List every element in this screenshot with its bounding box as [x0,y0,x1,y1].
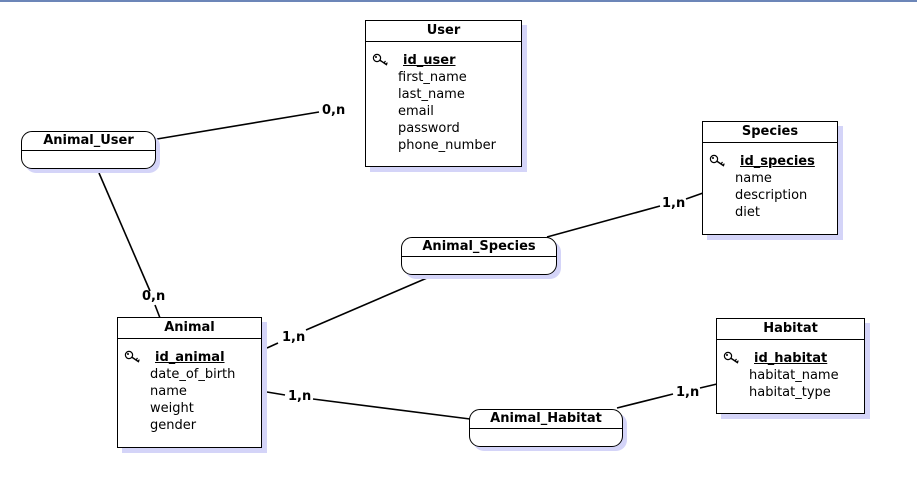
entity-user-attr: first_name [398,70,467,85]
association-animal-species-label: Animal_Species [402,238,556,257]
association-animal-habitat[interactable]: Animal_Habitat [469,409,623,447]
entity-user-attr: email [398,104,434,119]
entity-habitat-attr: habitat_name [749,368,839,383]
link-animal-user-to-animal-end [154,304,161,319]
entity-habitat-attr: habitat_type [749,385,831,400]
entity-animal-pk: id_animal [155,350,225,365]
entity-user-attr: password [398,121,460,136]
entity-species-attr: description [735,188,808,203]
cardinality-animal-habitat: 1,n [288,389,312,404]
key-icon [723,351,739,364]
entity-habitat[interactable]: Habitat id_habitat habitat_name habitat_… [716,318,865,414]
entity-user[interactable]: User id_user first_name last_name email … [365,20,522,167]
entity-user-attr: last_name [398,87,465,102]
entity-species-attr: name [735,171,772,186]
link-animal-to-animal-habitat-end [266,391,286,396]
entity-species-attr: diet [735,205,760,220]
entity-habitat-title: Habitat [717,319,864,340]
key-icon [709,154,725,167]
key-icon [372,53,388,66]
association-animal-species[interactable]: Animal_Species [401,237,557,275]
association-animal-habitat-label: Animal_Habitat [470,410,622,429]
cardinality-user: 0,n [322,103,346,118]
entity-animal-attr: weight [150,401,194,416]
association-animal-user[interactable]: Animal_User [21,131,156,169]
link-animal-habitat-to-habitat [616,393,674,409]
entity-habitat-pk: id_habitat [754,351,828,366]
link-animal-species-to-species-end [685,192,704,200]
cardinality-animal-user: 0,n [142,289,166,304]
association-animal-user-label: Animal_User [22,132,155,151]
cardinality-habitat: 1,n [676,385,700,400]
entity-animal-attr: date_of_birth [150,367,236,382]
entity-species-pk: id_species [740,154,815,169]
entity-animal[interactable]: Animal id_animal date_of_birth name weig… [117,317,262,448]
link-animal-to-animal-habitat [312,398,471,420]
cardinality-animal-species: 1,n [282,330,306,345]
link-animal-to-animal-species-end [266,342,279,349]
entity-animal-attr: gender [150,418,197,433]
entity-animal-attr: name [150,384,187,399]
entity-user-attr: phone_number [398,138,496,153]
entity-species[interactable]: Species id_species name description diet [702,121,838,235]
link-animal-to-animal-species [305,277,428,331]
link-animal-species-to-species [546,205,661,238]
entity-user-title: User [366,21,521,42]
link-animal-user-to-animal [98,172,151,292]
cardinality-species: 1,n [662,196,686,211]
entity-species-title: Species [703,122,837,143]
key-icon [124,350,140,363]
entity-user-pk: id_user [403,53,456,68]
entity-animal-title: Animal [118,318,261,339]
link-animal-user-to-user [156,111,320,140]
top-border [0,0,917,2]
link-animal-habitat-to-habitat-end [699,383,718,389]
